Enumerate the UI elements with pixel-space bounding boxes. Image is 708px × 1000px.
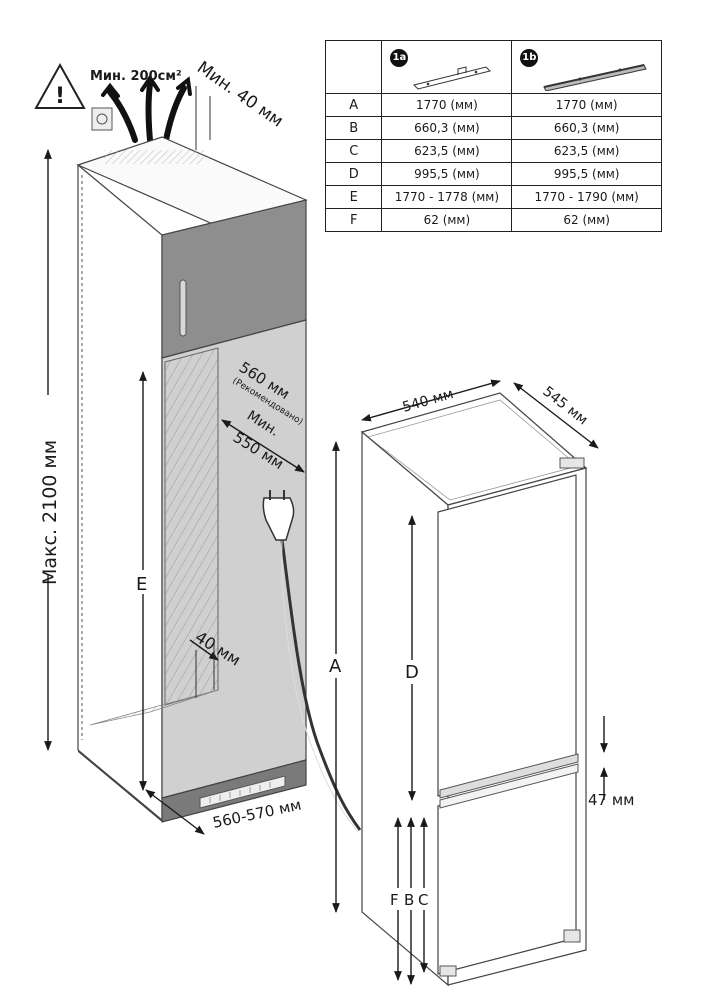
row-value-1b: 660,3 (мм)	[511, 116, 662, 140]
appliance-depth-arrow	[513, 382, 599, 449]
bracket-1a-icon	[413, 66, 492, 90]
power-cord	[280, 539, 362, 833]
table-row: C 623,5 (мм) 623,5 (мм)	[324, 139, 662, 163]
svg-text:!: !	[55, 84, 65, 109]
row-value-1a: 623,5 (мм)	[381, 139, 513, 163]
row-value-1a: 1770 - 1778 (мм)	[381, 185, 513, 209]
warning-triangle-icon: !	[34, 62, 86, 109]
appliance-body	[360, 392, 588, 987]
table-header-empty	[324, 40, 383, 94]
rear-gap-arrow	[189, 639, 219, 698]
row-label: D	[324, 162, 383, 186]
row-value-1a: 660,3 (мм)	[381, 116, 513, 140]
top-gap-label: Мин. 40 мм	[193, 58, 287, 132]
table-row: F 62 (мм) 62 (мм)	[324, 208, 662, 232]
dim-d-label: D	[405, 662, 419, 683]
table-header-row: 1a 1b	[324, 40, 662, 94]
dim-c-label: C	[418, 891, 428, 909]
row-label: E	[324, 185, 383, 209]
dim-a-label: A	[329, 656, 342, 677]
width-range-arrow	[145, 789, 205, 835]
table-header-1b: 1b	[511, 40, 662, 94]
row-label: F	[324, 208, 383, 232]
appliance-depth-label: 545 мм	[540, 384, 591, 429]
spec-table: 1a 1b A 1770 (мм) 1770 (мм) B 660,3 (мм)…	[324, 40, 662, 232]
max-height-label: Макс. 2100 мм	[39, 440, 61, 585]
variant-1a-badge: 1a	[390, 49, 409, 67]
socket-icon	[91, 107, 113, 131]
table-header-1a: 1a	[381, 40, 513, 94]
row-value-1b: 995,5 (мм)	[511, 162, 662, 186]
gap-label: 47 мм	[588, 791, 635, 809]
variant-1b-badge: 1b	[520, 49, 539, 67]
plug-icon	[262, 490, 295, 541]
row-label: A	[324, 93, 383, 117]
cabinet-body	[76, 136, 308, 823]
top-gap-dimension	[195, 86, 211, 150]
row-label: B	[324, 116, 383, 140]
row-label: C	[324, 139, 383, 163]
airflow-arrows-icon	[101, 74, 192, 143]
min-width-arrow	[221, 419, 305, 473]
table-row: A 1770 (мм) 1770 (мм)	[324, 93, 662, 117]
dim-e-label: E	[136, 574, 147, 595]
row-value-1b: 1770 - 1790 (мм)	[511, 185, 662, 209]
row-value-1a: 62 (мм)	[381, 208, 513, 232]
row-value-1b: 623,5 (мм)	[511, 139, 662, 163]
table-row: D 995,5 (мм) 995,5 (мм)	[324, 162, 662, 186]
row-value-1a: 1770 (мм)	[381, 93, 513, 117]
dim-b-label: B	[404, 891, 414, 909]
appliance-width-arrow	[361, 379, 501, 422]
table-row: E 1770 - 1778 (мм) 1770 - 1790 (мм)	[324, 185, 662, 209]
table-row: B 660,3 (мм) 660,3 (мм)	[324, 116, 662, 140]
bracket-1b-icon	[543, 64, 648, 91]
row-value-1a: 995,5 (мм)	[381, 162, 513, 186]
row-value-1b: 62 (мм)	[511, 208, 662, 232]
vent-area-label: Мин. 200см²	[90, 69, 182, 84]
row-value-1b: 1770 (мм)	[511, 93, 662, 117]
dim-f-label: F	[390, 891, 399, 909]
